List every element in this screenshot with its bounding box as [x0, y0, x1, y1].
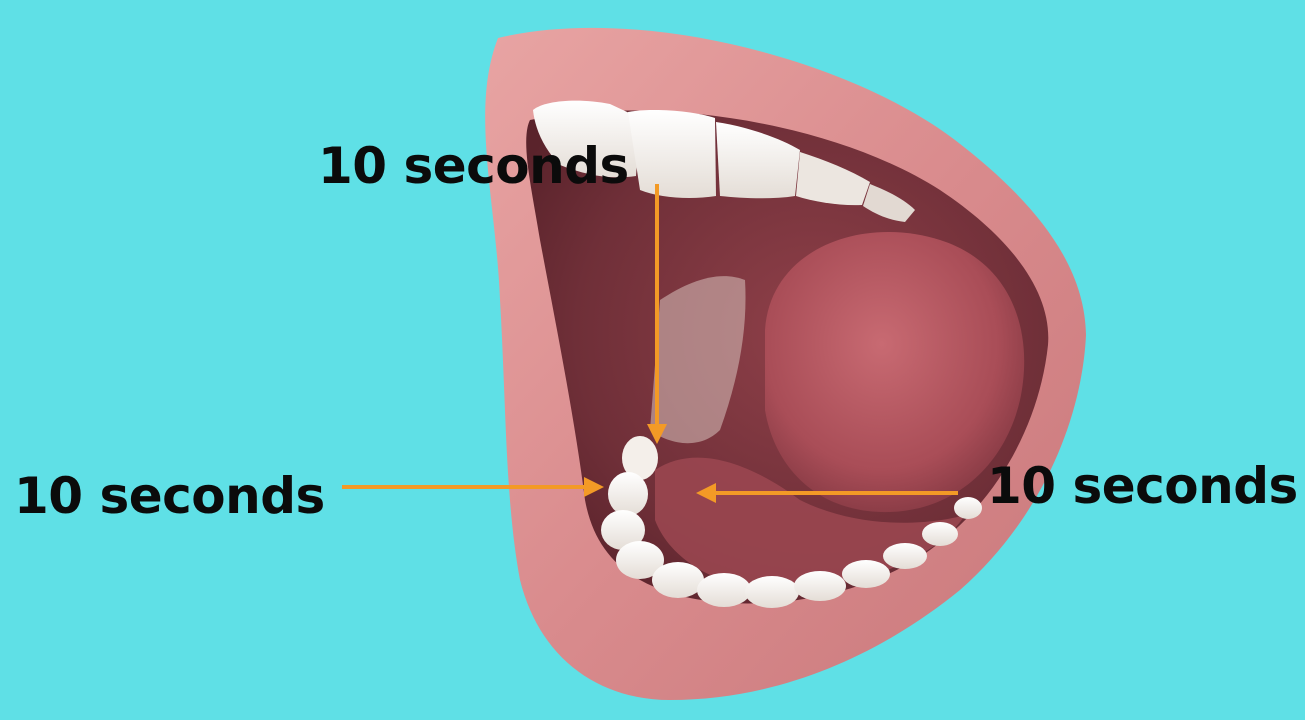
callout-label-left: 10 seconds [14, 471, 325, 521]
callout-label-right: 10 seconds [987, 461, 1298, 511]
callout-label-top: 10 seconds [318, 141, 629, 191]
